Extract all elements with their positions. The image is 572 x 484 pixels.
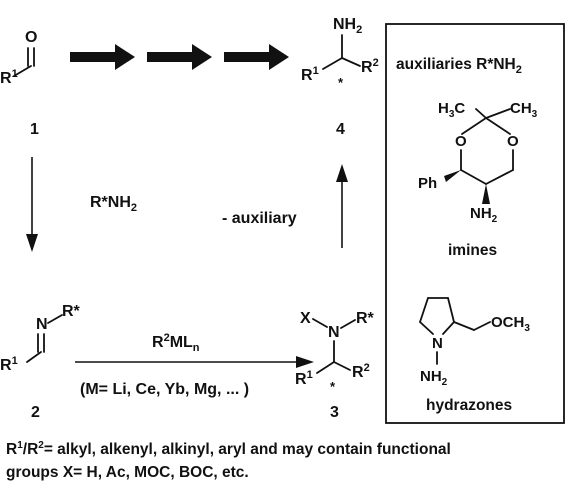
nitrogen-label: N [36,316,48,333]
ketal-methyl-bond-right [485,108,511,119]
amino-label: NH2 [470,205,498,225]
arrow-2-to-3 [75,356,314,368]
footnote-r2: /R [22,441,39,459]
ring-bond-c2-o1 [461,117,487,135]
side-chain-bond-2 [473,321,491,331]
compound-1-aldehyde: O R1 1 [0,29,39,138]
methyl-right-label: CH3 [510,100,538,120]
nh2-label: NH2 [333,16,362,36]
ring-oxygen-left: O [455,133,467,150]
metal-list: (M= Li, Ce, Yb, Mg, ... ) [80,381,249,398]
r2-label: R2 [352,362,370,381]
footnote-substituents: = alkyl, alkenyl, alkinyl, aryl and may … [43,441,451,459]
arrow-3-to-4 [336,164,348,248]
ring-bond-left [419,297,429,323]
stereocenter-mark: * [338,75,344,90]
footnote-r1: R [6,441,18,459]
c-r2-bond [333,361,351,371]
multistep-arrows [70,44,289,70]
pyrrolidine-nitrogen: N [432,335,443,352]
r2-label: R2 [361,57,379,76]
arrow-1-to-2 [26,157,38,252]
c-r1-bond [316,361,335,374]
r1-bond [13,65,32,77]
bold-arrow-1 [70,44,135,70]
organometallic-reagent: R2MLn [152,332,200,354]
footnote-r1-sup: 1 [17,440,23,451]
phenyl-label: Ph [418,175,437,192]
compound-1-number: 1 [30,121,39,138]
bold-arrow-3 [224,44,289,70]
compound-3-protected-amine: X N R* R1 R2 * 3 [295,310,375,421]
amine-reagent: R*NH2 [90,194,137,214]
x-label: X [300,310,311,327]
phenyl-wedge [444,170,461,182]
stereocenter-mark: * [330,379,336,394]
ring-bond-bottom-right [442,321,455,335]
methyl-left-label: H3C [438,100,465,120]
panel-title: auxiliaries R*NH2 [396,56,522,76]
n-rstar-bond [340,319,356,329]
x-n-bond [312,318,328,328]
methoxy-label: OCH3 [491,314,530,334]
n-rstar-bond [47,314,63,324]
compound-2-number: 2 [31,404,40,421]
rstar-label: R* [356,310,375,327]
rstar-label: R* [62,303,81,320]
c-r2-bond [341,57,361,67]
footnote-r2-sup: 2 [38,440,44,451]
bold-arrow-2 [147,44,212,70]
r1-label: R1 [301,65,319,84]
ring-oxygen-right: O [507,133,519,150]
r1-label: R1 [0,355,18,374]
imines-label: imines [448,242,497,259]
ring-bond-bottom-left [419,321,434,335]
footnote: R1/R2= alkyl, alkenyl, alkinyl, aryl and… [6,434,566,484]
arrow-head [336,164,348,182]
c-r1-bond [26,351,42,363]
pyrrolidine-auxiliary-structure: N OCH3 NH2 [419,297,530,388]
arrow-head [296,356,314,368]
side-chain-bond-1 [453,321,475,331]
ring-bond-c6-c5 [460,169,487,185]
ring-bond-right [447,297,455,323]
compound-3-number: 3 [330,404,339,421]
hydrazine-nh2-label: NH2 [420,368,448,388]
compound-4-amine: NH2 R1 R2 * 4 [301,16,379,138]
compound-4-number: 4 [336,121,345,138]
dioxane-auxiliary-structure: H3C CH3 O O Ph NH2 [418,100,538,225]
compound-2-imine: N R* R1 2 [0,303,81,421]
r1-label: R1 [0,68,18,87]
ring-bond-c4-c5 [485,169,514,185]
amino-wedge [482,184,490,204]
footnote-line-2: groups X= H, Ac, MOC, BOC, etc. [6,464,249,482]
ring-bond-c2-o3 [485,117,511,135]
ketal-methyl-bond-left [475,108,487,119]
arrow-head [26,234,38,252]
nitrogen-label: N [328,324,340,341]
hydrazones-label: hydrazones [426,397,512,414]
r1-label: R1 [295,369,313,388]
auxiliaries-panel-frame [385,23,565,424]
auxiliary-removal-label: - auxiliary [222,210,297,227]
oxygen-label: O [25,29,37,46]
c-r1-bond [322,57,343,70]
footnote-line-1: R1/R2= alkyl, alkenyl, alkinyl, aryl and… [6,434,566,461]
